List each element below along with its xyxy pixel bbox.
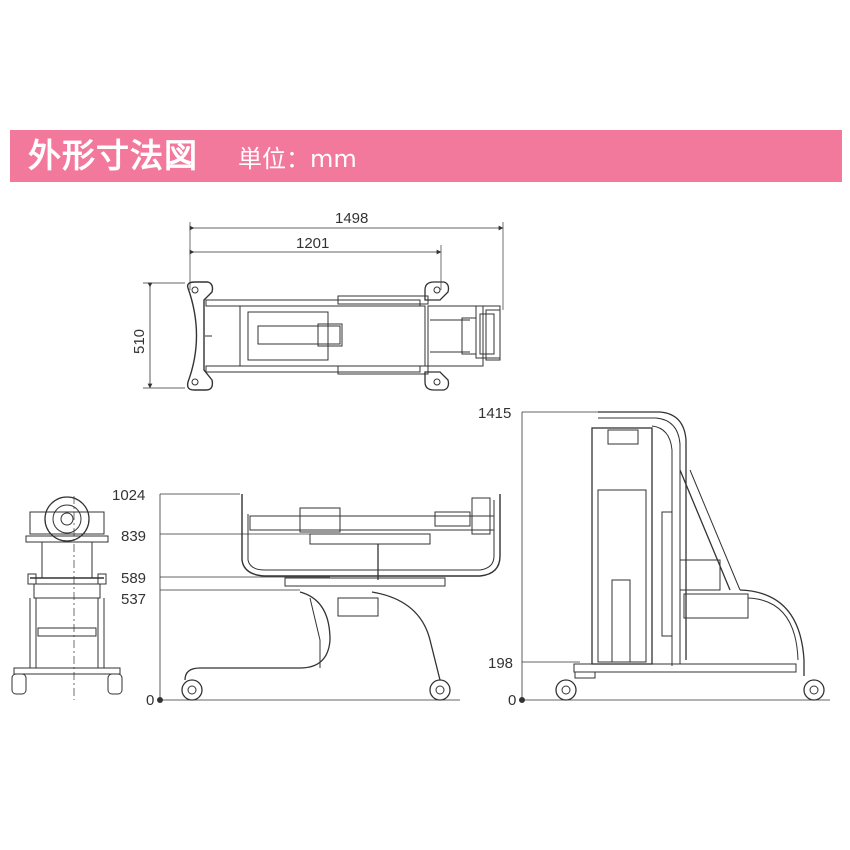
dim-height-839: 839 bbox=[121, 528, 146, 545]
middle-view bbox=[157, 493, 501, 703]
side-view bbox=[519, 411, 830, 703]
dim-height-0-front: 0 bbox=[146, 692, 154, 709]
unit-label: 単位：mm bbox=[238, 145, 357, 173]
dim-height-1415: 1415 bbox=[478, 405, 511, 422]
dim-wheelbase: 1201 bbox=[296, 235, 329, 252]
dim-width: 510 bbox=[131, 329, 148, 354]
dim-total-length: 1498 bbox=[335, 210, 368, 227]
front-view bbox=[11, 496, 123, 700]
dim-height-537: 537 bbox=[121, 591, 146, 608]
dim-height-0-side: 0 bbox=[508, 692, 516, 709]
title-banner: 外形寸法図 単位：mm bbox=[10, 130, 842, 182]
top-view bbox=[143, 222, 504, 391]
dim-height-1024: 1024 bbox=[112, 487, 145, 504]
dim-height-589: 589 bbox=[121, 570, 146, 587]
dim-height-198: 198 bbox=[488, 655, 513, 672]
page-title: 外形寸法図 bbox=[28, 136, 198, 175]
